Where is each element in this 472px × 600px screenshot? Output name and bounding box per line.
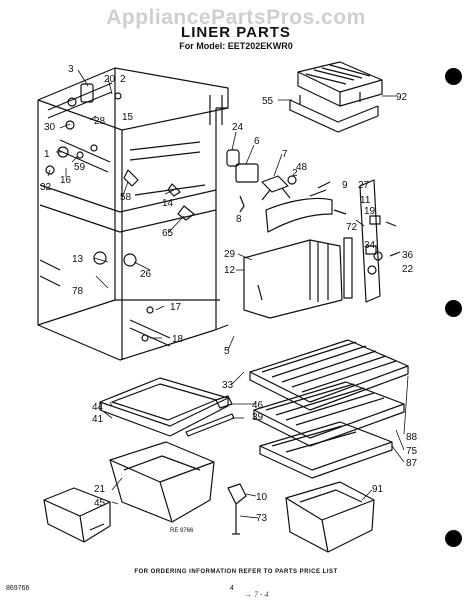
- model-line: For Model: EET202EKWR0: [179, 41, 293, 51]
- punch-hole-middle: [445, 300, 462, 317]
- callout-46: 46: [252, 400, 264, 411]
- callout-2b: 2: [292, 168, 298, 179]
- callout-6: 6: [254, 136, 260, 147]
- air-duct-panel: [243, 237, 353, 319]
- callout-87: 87: [406, 458, 418, 469]
- callout-65: 65: [162, 228, 174, 239]
- wire-shelf-top: [249, 339, 409, 411]
- leader-lines: [47, 69, 409, 519]
- callout-26: 26: [140, 269, 152, 280]
- callout-15: 15: [122, 112, 134, 123]
- callout-19: 19: [364, 206, 376, 217]
- punch-hole-top: [445, 68, 462, 85]
- callout-75: 75: [406, 446, 418, 457]
- callout-41: 41: [92, 414, 104, 425]
- callout-36: 36: [402, 250, 414, 261]
- liner-cabinet: [37, 67, 229, 361]
- page-title: LINER PARTS: [181, 24, 291, 41]
- handwritten-mark: → 7 - 4: [244, 590, 269, 599]
- callout-2: 2: [120, 74, 126, 85]
- callout-7: 7: [282, 149, 288, 160]
- callout-91: 91: [372, 484, 384, 495]
- glass-shelf: [259, 421, 393, 479]
- callout-48: 48: [296, 162, 308, 173]
- crisper-pan: [109, 441, 215, 523]
- callout-12: 12: [224, 265, 236, 276]
- dairy-drawer: [43, 487, 111, 543]
- callout-18: 18: [172, 334, 184, 345]
- callout-28: 28: [94, 116, 106, 127]
- callout-73: 73: [256, 513, 268, 524]
- wire-shelf-middle: [253, 381, 405, 447]
- ice-tray-assembly: [289, 61, 383, 133]
- meat-pan: [285, 481, 375, 553]
- side-trim-strip: [359, 179, 401, 303]
- callout-29: 29: [224, 249, 236, 260]
- callout-10: 10: [256, 492, 268, 503]
- callout-labels: 3 20 2 28 15 30 1 59 16 32 24 6 7 48 2 8…: [40, 64, 418, 524]
- callout-3: 3: [68, 64, 74, 75]
- callout-45: 45: [94, 498, 106, 509]
- callout-39: 39: [252, 412, 264, 423]
- page-number: 4: [230, 585, 234, 592]
- callout-34: 34: [364, 240, 376, 251]
- callout-9: 9: [342, 180, 348, 191]
- callout-24: 24: [232, 122, 244, 133]
- callout-30: 30: [44, 122, 56, 133]
- callout-1: 1: [44, 149, 50, 160]
- cabinet-hardware: [45, 83, 195, 342]
- watermark: AppliancePartsPros.com: [106, 6, 366, 29]
- document-code: 869766: [6, 585, 30, 592]
- callout-17: 17: [170, 302, 182, 313]
- callout-44: 44: [92, 402, 104, 413]
- callout-78: 78: [72, 286, 84, 297]
- callout-92: 92: [396, 92, 408, 103]
- callout-8: 8: [236, 214, 242, 225]
- callout-16: 16: [60, 175, 72, 186]
- callout-11: 11: [360, 195, 371, 206]
- fan-motor-assembly: [226, 149, 347, 233]
- ordering-note: FOR ORDERING INFORMATION REFER TO PARTS …: [134, 569, 338, 575]
- callout-13: 13: [72, 254, 84, 265]
- punch-hole-bottom: [445, 530, 462, 547]
- callout-5: 5: [224, 346, 230, 357]
- callout-59: 59: [74, 162, 86, 173]
- callout-32: 32: [40, 182, 52, 193]
- callout-55: 55: [262, 96, 274, 107]
- callout-20: 20: [104, 74, 116, 85]
- callout-14: 14: [162, 198, 174, 209]
- figure-code: RE 9766: [170, 528, 194, 534]
- cabinet-rails: [57, 139, 206, 347]
- callout-33: 33: [222, 380, 234, 391]
- callout-27: 27: [358, 180, 370, 191]
- callout-22: 22: [402, 264, 414, 275]
- callout-21: 21: [94, 484, 106, 495]
- hinge-bracket: [227, 483, 247, 535]
- callout-88: 88: [406, 432, 418, 443]
- callout-58: 58: [120, 192, 132, 203]
- callout-72: 72: [346, 222, 358, 233]
